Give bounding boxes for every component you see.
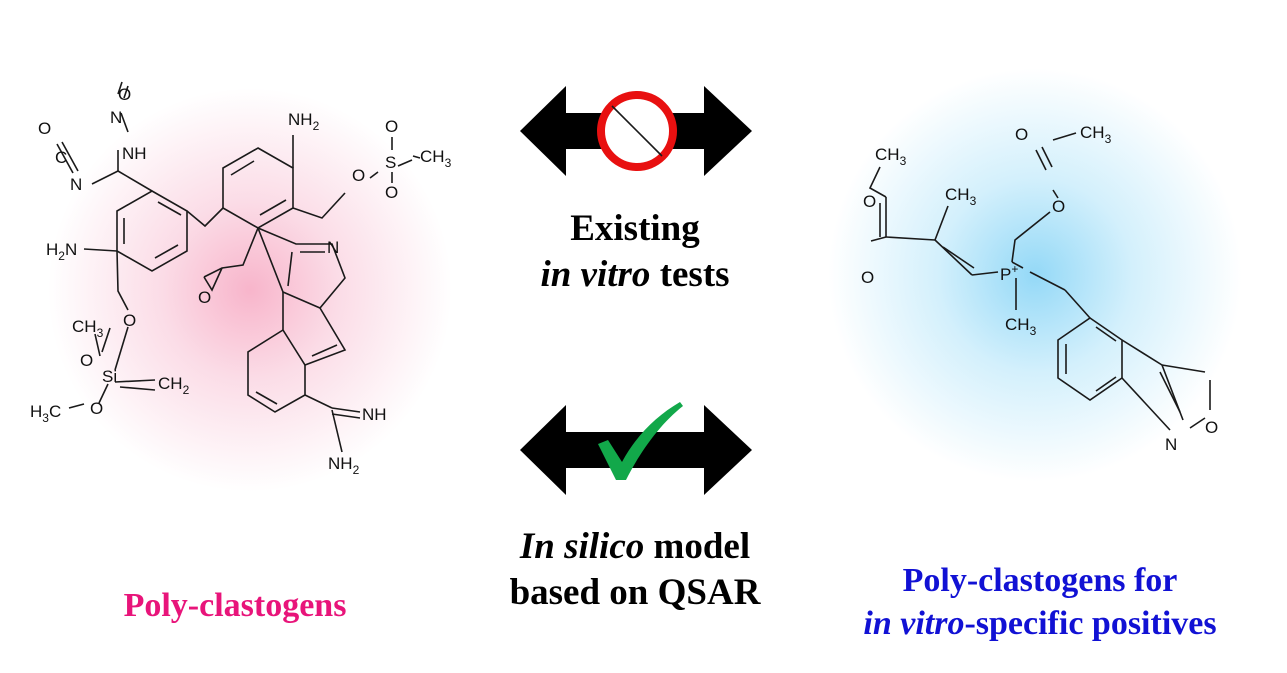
- atom-label: O: [80, 351, 93, 370]
- atom-label: NH: [122, 144, 147, 163]
- atom-label: O: [198, 288, 211, 307]
- atom-label: H2N: [46, 240, 77, 263]
- checkmark-icon: [598, 402, 683, 480]
- atom-label: O: [1205, 418, 1218, 437]
- left-label: Poly-clastogens: [123, 587, 347, 624]
- atom-label: CH3: [945, 185, 977, 208]
- atom-label: CH3: [1080, 123, 1112, 146]
- atom-label: O: [1052, 197, 1065, 216]
- atom-label: H3C: [30, 402, 61, 425]
- atom-label: O: [385, 117, 398, 136]
- atom-label: O: [863, 192, 876, 211]
- atom-label: O: [352, 166, 365, 185]
- right-molecule-labels: O CH3 CH3 O CH3 O O P+ CH3 N O: [861, 123, 1218, 454]
- atom-label: O: [1015, 125, 1028, 144]
- atom-label: O: [861, 268, 874, 287]
- atom-label: O: [38, 119, 51, 138]
- left-molecule-structure: [56, 81, 421, 453]
- atom-label: CH3: [420, 147, 452, 170]
- top-arrow-label: Existing in vitro tests: [540, 208, 730, 296]
- atom-label: CH3: [72, 317, 104, 340]
- pink-glow: [40, 80, 460, 500]
- atom-label: NH2: [328, 454, 360, 477]
- atom-label: C: [55, 148, 67, 167]
- right-label: Poly-clastogens for in vitro-specific po…: [863, 562, 1217, 642]
- atom-label: CH2: [158, 374, 190, 397]
- atom-label: N: [1165, 435, 1177, 454]
- atom-label: N: [70, 175, 82, 194]
- atom-label: O: [123, 311, 136, 330]
- atom-label: O: [385, 183, 398, 202]
- atom-label: N: [110, 108, 122, 127]
- bottom-arrow-label: In silico model based on QSAR: [509, 526, 761, 614]
- atom-label: N: [327, 238, 339, 257]
- atom-label: NH2: [288, 110, 320, 133]
- atom-label: CH3: [1005, 315, 1037, 338]
- atom-label: NH: [362, 405, 387, 424]
- right-molecule-structure: [868, 132, 1211, 431]
- atom-label: O: [90, 399, 103, 418]
- prohibited-icon: [597, 91, 677, 171]
- atom-label: S: [385, 153, 396, 172]
- atom-label: CH3: [875, 145, 907, 168]
- left-molecule-labels: O N O C N NH NH2 O O S O CH3 H2N N O CH3…: [30, 85, 452, 477]
- atom-label: Si: [102, 367, 117, 386]
- atom-label: O: [118, 85, 131, 104]
- atom-label: P+: [1000, 262, 1018, 284]
